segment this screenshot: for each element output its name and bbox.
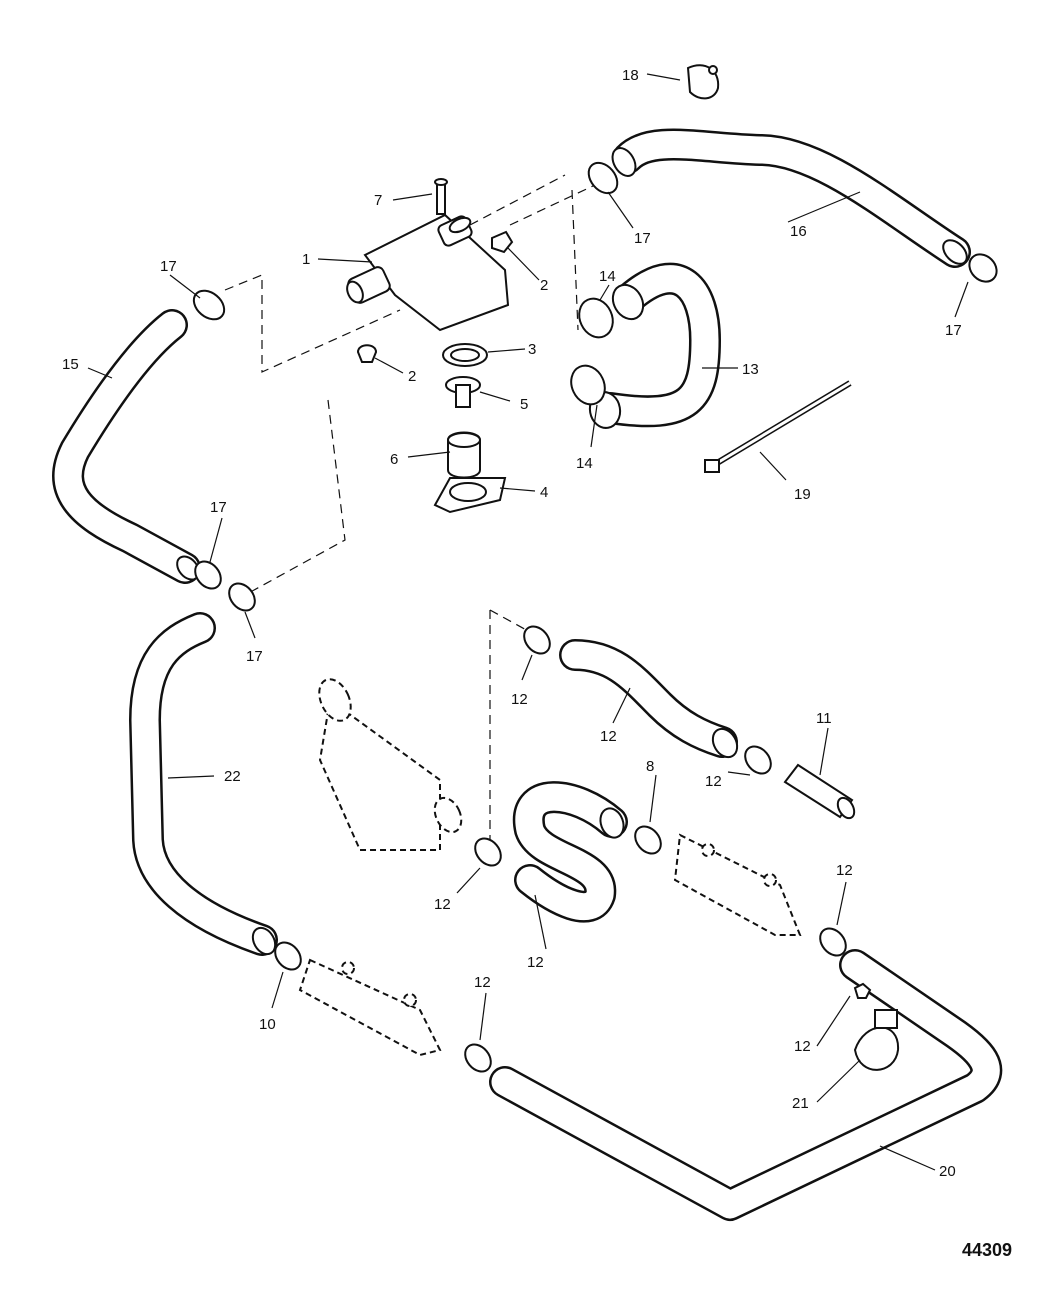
callout-14: 14 <box>599 268 616 285</box>
cable-tie <box>704 380 852 473</box>
callout-17: 17 <box>634 230 651 247</box>
callout-1: 1 <box>302 251 310 268</box>
nut <box>853 982 872 999</box>
callout-19: 19 <box>794 486 811 503</box>
hose-9 <box>489 949 1003 1221</box>
callout-4: 4 <box>540 484 548 501</box>
hose-10 <box>512 781 628 923</box>
callout-13: 13 <box>742 361 759 378</box>
callout-12: 12 <box>474 974 491 991</box>
pump-body-lower <box>298 958 442 1057</box>
callout-6: 6 <box>390 451 398 468</box>
callout-15: 15 <box>62 356 79 373</box>
callout-16: 16 <box>790 223 807 240</box>
callout-12: 8 <box>646 758 654 775</box>
seal-ring <box>442 343 488 367</box>
p-clamp-upper <box>686 64 720 100</box>
callout-5: 5 <box>520 396 528 413</box>
callout-12: 12 <box>705 773 722 790</box>
callout-18: 18 <box>622 67 639 84</box>
hose-clamps <box>192 161 998 1073</box>
callout-21: 12 <box>794 1038 811 1055</box>
housing-gasket <box>433 477 507 514</box>
callout-7: 7 <box>374 192 382 209</box>
thermostat-housing <box>346 213 510 332</box>
hose-16 <box>611 128 971 268</box>
callout-12: 10 <box>259 1016 276 1033</box>
callout-12: 12 <box>836 862 853 879</box>
callout-2: 2 <box>540 277 548 294</box>
figure-number: 44309 <box>962 1240 1012 1260</box>
thermostat <box>445 376 481 408</box>
hose-13 <box>588 262 721 429</box>
callout-12: 12 <box>434 896 451 913</box>
callout-14: 14 <box>576 455 593 472</box>
callout-2: 2 <box>408 368 416 385</box>
callout-17: 17 <box>210 499 227 516</box>
thermostat-sleeve <box>447 431 481 479</box>
callout-labels: 18 7 17 16 17 1 2 14 17 17 15 3 2 13 5 6… <box>62 67 962 1180</box>
callout-17: 17 <box>945 322 962 339</box>
callout-10: 12 <box>527 954 544 971</box>
hose-11 <box>559 639 739 759</box>
callout-9: 20 <box>939 1163 956 1180</box>
plug-upper <box>491 230 514 254</box>
callout-20: 21 <box>792 1095 809 1112</box>
callout-3: 3 <box>528 341 536 358</box>
hose-15 <box>52 309 201 584</box>
callout-17: 17 <box>160 258 177 275</box>
hose-fitting <box>783 763 856 820</box>
assembly-guide-lines <box>224 174 596 840</box>
callout-8: 22 <box>224 768 241 785</box>
p-clamp-lower <box>853 1009 900 1071</box>
bolt <box>434 178 448 215</box>
callout-11: 12 <box>600 728 617 745</box>
plug-lower <box>356 344 378 363</box>
callout-12: 17 <box>246 648 263 665</box>
callout-12: 12 <box>511 691 528 708</box>
pump-body-right <box>673 833 802 936</box>
heat-exchanger-ghost <box>318 678 463 851</box>
hose-8 <box>129 612 278 956</box>
leader-lines <box>87 73 969 1171</box>
callout-22: 11 <box>816 710 832 727</box>
